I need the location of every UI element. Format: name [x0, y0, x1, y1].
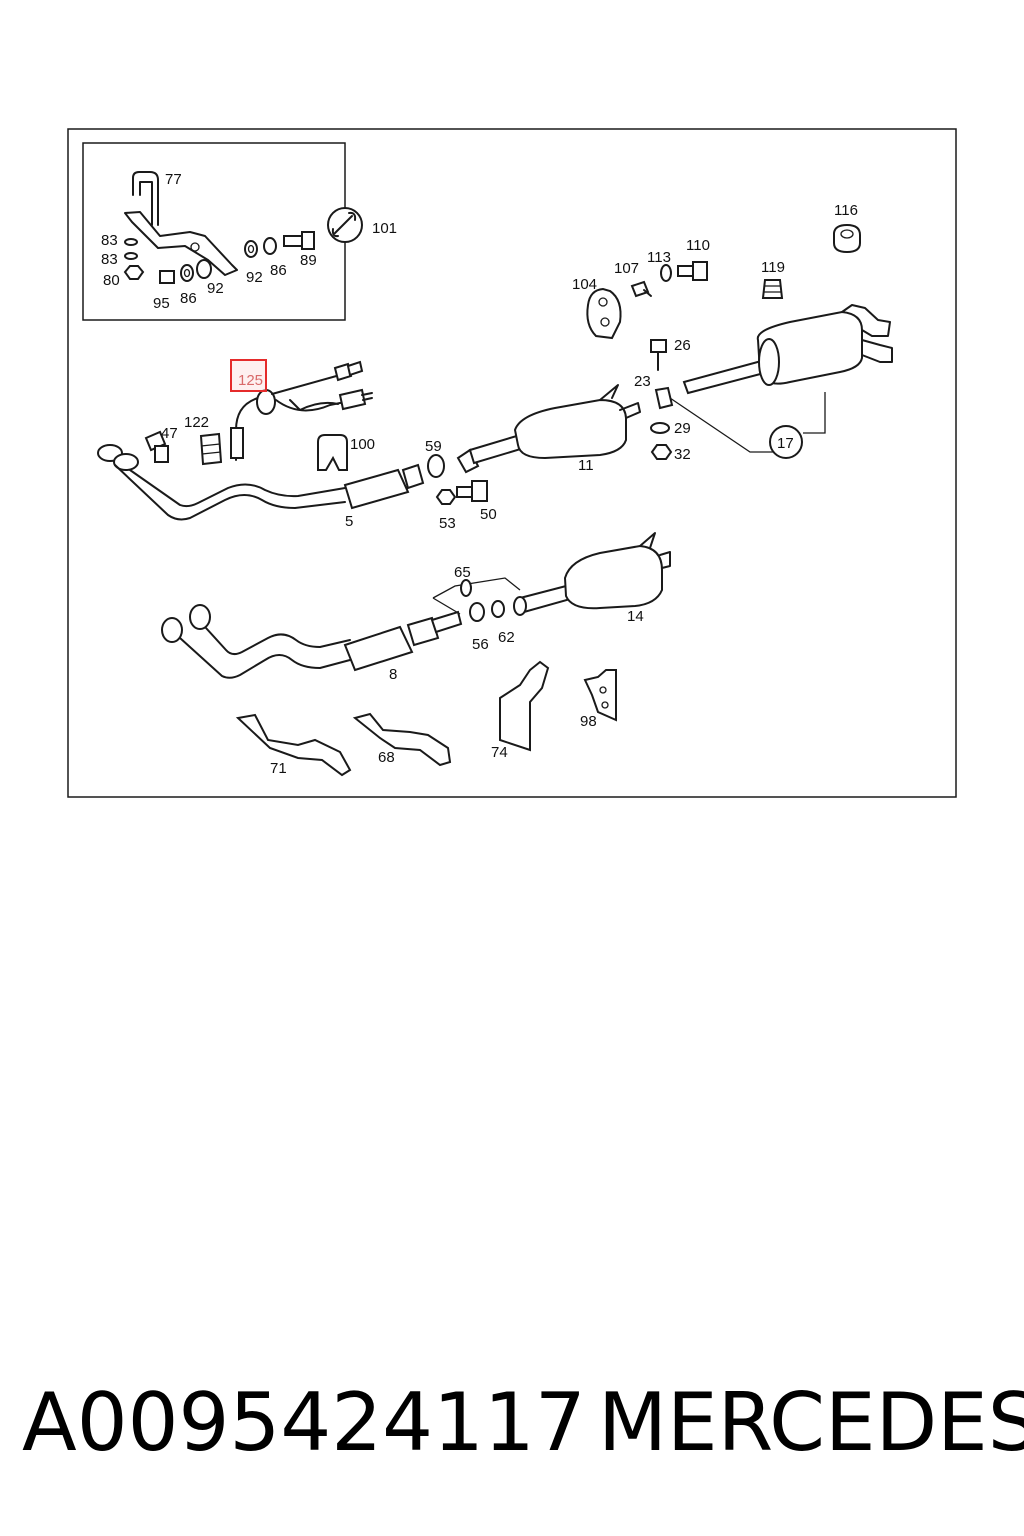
callout-47: 47 — [161, 425, 178, 442]
bracket-68 — [352, 712, 452, 767]
callout-92-b: 92 — [246, 269, 263, 286]
callout-116: 116 — [834, 202, 858, 219]
bracket-104 — [586, 287, 622, 340]
clamp-122 — [199, 432, 223, 466]
seal-59 — [427, 454, 445, 478]
callout-86-a: 86 — [180, 290, 197, 307]
callout-89: 89 — [300, 252, 317, 269]
rubber-hanger-100 — [317, 434, 348, 471]
callout-104: 104 — [572, 276, 597, 293]
callout-17: 17 — [777, 435, 794, 452]
bracket-71 — [235, 713, 352, 777]
rear-silencer-17 — [682, 304, 893, 395]
callout-56: 56 — [472, 636, 489, 653]
bolt-110 — [677, 265, 695, 277]
callout-95: 95 — [153, 295, 170, 312]
callout-77: 77 — [165, 171, 182, 188]
highlight-box — [230, 359, 267, 392]
callout-83-a: 83 — [101, 232, 118, 249]
callout-86-b: 86 — [270, 262, 287, 279]
wrench-symbol — [327, 207, 363, 243]
callout-8: 8 — [389, 666, 397, 683]
rear-silencer-14 — [518, 532, 671, 614]
callout-83-b: 83 — [101, 251, 118, 268]
callout-50: 50 — [480, 506, 497, 523]
callout-53: 53 — [439, 515, 456, 532]
callout-80: 80 — [103, 272, 120, 289]
callout-circle-17 — [769, 425, 803, 459]
callout-101: 101 — [372, 220, 397, 237]
callout-26: 26 — [674, 337, 691, 354]
front-pipe-5 — [97, 444, 425, 521]
bracket-74 — [499, 660, 550, 752]
diagram-frame — [67, 128, 957, 798]
brand-name: MERCEDES — [598, 1376, 1024, 1469]
washer-29 — [650, 422, 670, 434]
callout-65: 65 — [454, 564, 471, 581]
part-number: A0095424117 — [22, 1376, 586, 1469]
callout-74: 74 — [491, 744, 508, 761]
clamp-23 — [654, 386, 674, 410]
callout-62: 62 — [498, 629, 515, 646]
callout-68: 68 — [378, 749, 395, 766]
callout-113: 113 — [647, 249, 671, 266]
callout-107: 107 — [614, 260, 639, 277]
callout-32: 32 — [674, 446, 691, 463]
seal-62 — [491, 600, 505, 618]
inset-hardware — [123, 171, 315, 284]
washer-113 — [660, 264, 672, 282]
callout-71: 71 — [270, 760, 287, 777]
screw-107 — [630, 280, 650, 298]
callout-14: 14 — [627, 608, 644, 625]
clamp-56 — [469, 602, 485, 622]
callout-23: 23 — [634, 373, 651, 390]
nut-32 — [650, 444, 673, 460]
caption: A0095424117 MERCEDES — [0, 1368, 1024, 1478]
bracket-98 — [583, 669, 617, 722]
callout-5: 5 — [345, 513, 353, 530]
callout-100: 100 — [350, 436, 375, 453]
bolt-26 — [650, 339, 667, 353]
front-pipe-8 — [161, 604, 463, 679]
callout-labels: 77 83 83 80 95 86 92 92 86 89 101 116 10… — [101, 171, 858, 777]
callout-59: 59 — [425, 438, 442, 455]
oxygen-sensor-125 — [230, 360, 373, 461]
callout-119: 119 — [761, 259, 785, 276]
middle-silencer-11 — [456, 384, 641, 474]
callout-11: 11 — [578, 457, 594, 474]
callout-29: 29 — [674, 420, 691, 437]
callout-122: 122 — [184, 414, 209, 431]
callout-125: 125 — [238, 372, 263, 389]
seal-65 — [460, 579, 472, 597]
nut-53 — [435, 489, 457, 505]
callout-110: 110 — [686, 237, 710, 254]
callout-98: 98 — [580, 713, 597, 730]
grommet-119 — [761, 279, 784, 299]
callout-92-a: 92 — [207, 280, 224, 297]
